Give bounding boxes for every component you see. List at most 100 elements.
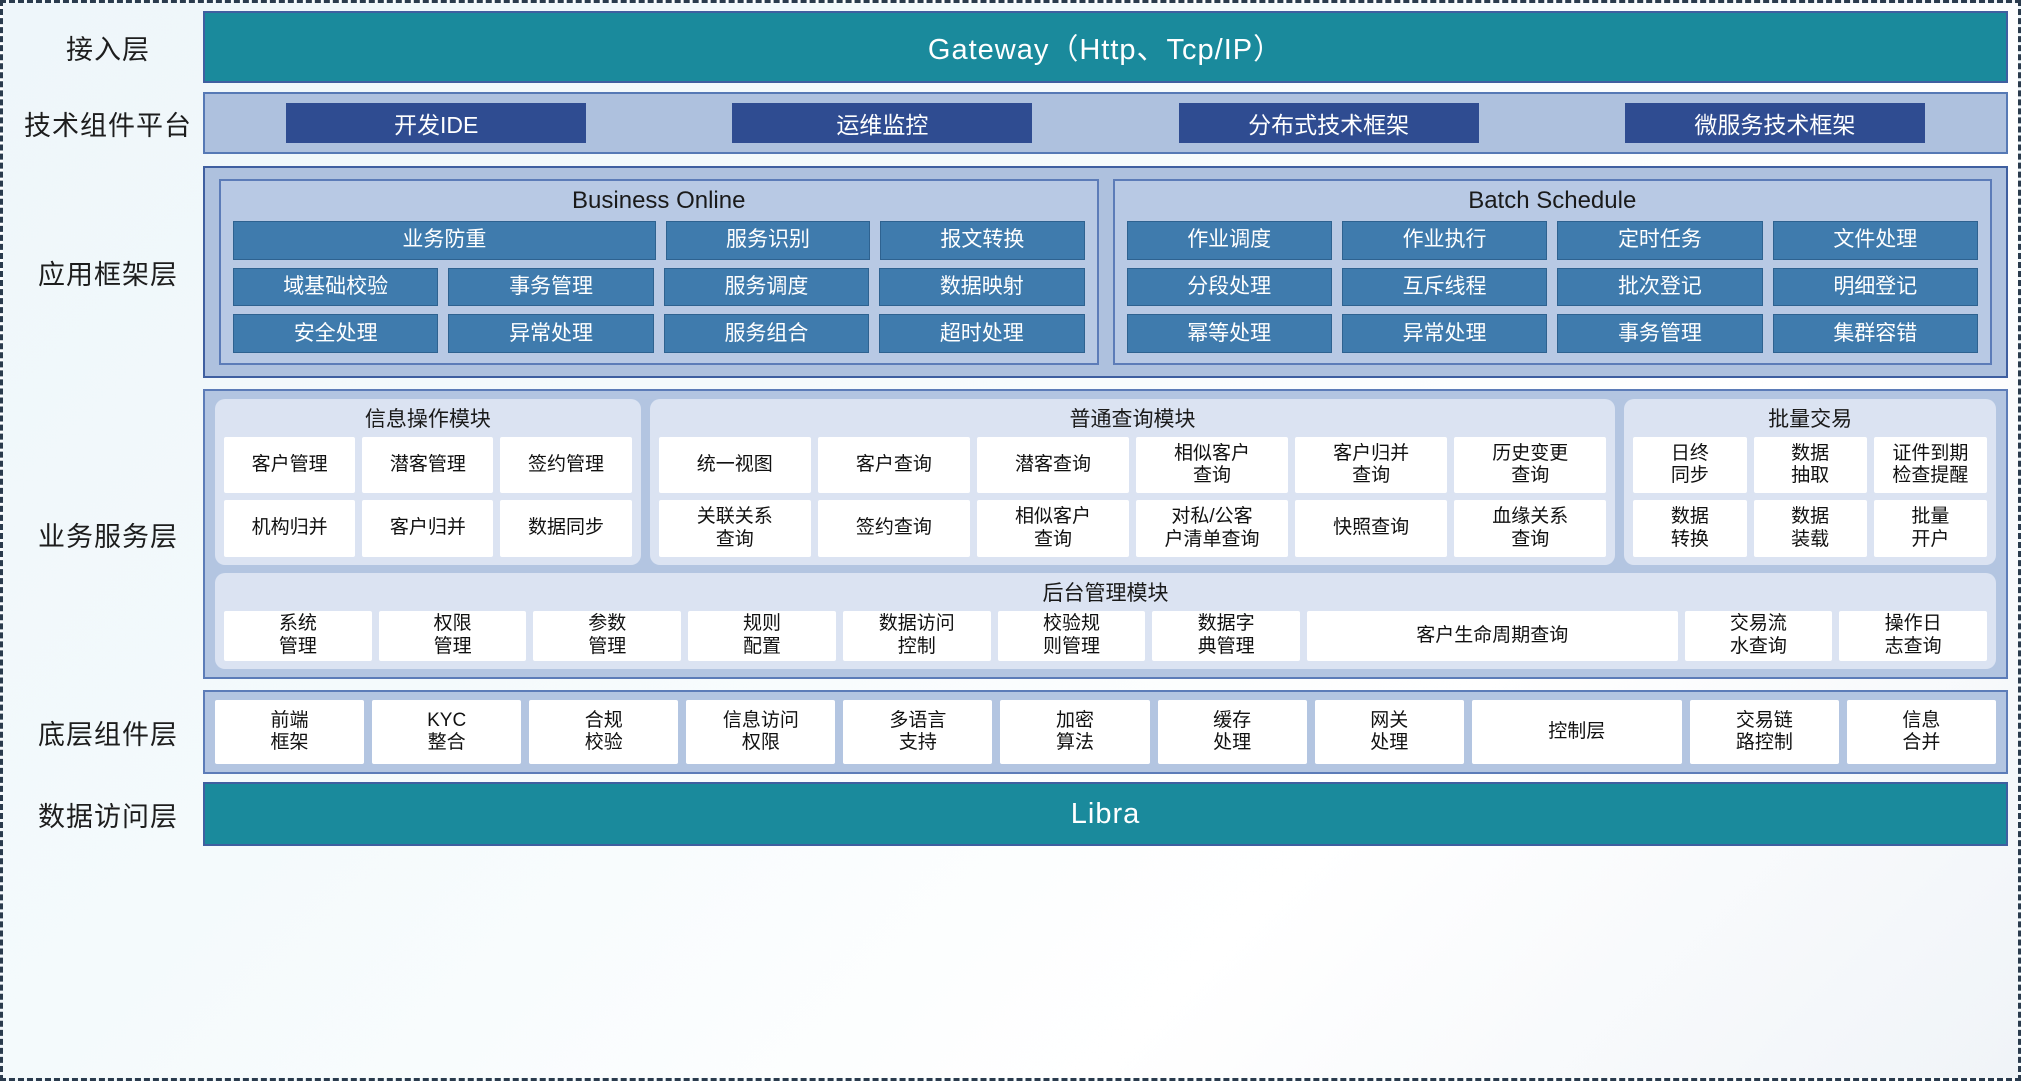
framework-cell[interactable]: 服务识别	[665, 221, 871, 260]
base-component-cell[interactable]: 多语言支持	[843, 700, 993, 764]
module-title: 批量交易	[1768, 408, 1853, 431]
tech-chip-distributed-framework[interactable]: 分布式技术框架	[1178, 103, 1479, 143]
framework-cell[interactable]: 定时任务	[1557, 221, 1763, 260]
module-title: 普通查询模块	[1069, 408, 1196, 431]
admin-cell[interactable]: 参数管理	[533, 610, 682, 661]
layer-label-access: 接入层	[66, 34, 150, 65]
module-cell[interactable]: 客户归并	[362, 500, 494, 557]
layer-label-base-component: 底层组件层	[38, 719, 178, 750]
framework-cell[interactable]: 业务防重	[233, 221, 656, 260]
module-cell[interactable]: 血缘关系查询	[1454, 500, 1607, 557]
module-cell[interactable]: 证件到期检查提醒	[1873, 437, 1987, 494]
group-business-online: Business Online 业务防重服务识别报文转换域基础校验事务管理服务调…	[219, 179, 1099, 365]
module-cell[interactable]: 潜客管理	[362, 437, 494, 494]
libra-bar[interactable]: Libra	[203, 782, 2008, 846]
framework-cell[interactable]: 服务组合	[663, 314, 870, 354]
framework-cell[interactable]: 文件处理	[1772, 221, 1978, 260]
module-cell[interactable]: 对私/公客户清单查询	[1136, 500, 1289, 557]
module-cell[interactable]: 批量开户	[1873, 500, 1987, 557]
admin-cell[interactable]: 权限管理	[378, 610, 527, 661]
base-component-cell[interactable]: 控制层	[1471, 700, 1682, 764]
module-cell[interactable]: 数据抽取	[1753, 437, 1867, 494]
framework-cell[interactable]: 互斥线程	[1341, 267, 1548, 307]
module-cell[interactable]: 相似客户查询	[1136, 437, 1289, 494]
framework-cell[interactable]: 明细登记	[1772, 267, 1978, 307]
business-online-grid: 业务防重服务识别报文转换域基础校验事务管理服务调度数据映射安全处理异常处理服务组…	[233, 221, 1085, 354]
base-component-cell[interactable]: 信息访问权限	[686, 700, 836, 764]
module-cell[interactable]: 数据同步	[500, 500, 632, 557]
base-component-cell[interactable]: 合规校验	[529, 700, 679, 764]
framework-cell[interactable]: 超时处理	[879, 314, 1085, 354]
module-cell[interactable]: 客户归并查询	[1295, 437, 1448, 494]
admin-cell[interactable]: 校验规则管理	[997, 610, 1146, 661]
framework-cell[interactable]: 域基础校验	[233, 267, 439, 307]
admin-cell[interactable]: 操作日志查询	[1839, 610, 1987, 661]
admin-grid: 系统管理权限管理参数管理规则配置数据访问控制校验规则管理数据字典管理客户生命周期…	[224, 610, 1987, 661]
group-title-batch-schedule: Batch Schedule	[1468, 187, 1637, 214]
module-row: 机构归并客户归并数据同步	[224, 500, 632, 557]
tech-chip-microservice-framework[interactable]: 微服务技术框架	[1624, 103, 1925, 143]
layer-label-app-framework: 应用框架层	[38, 259, 178, 290]
module-cell[interactable]: 快照查询	[1295, 500, 1448, 557]
tech-chip-ops-monitor[interactable]: 运维监控	[732, 103, 1033, 143]
framework-cell[interactable]: 幂等处理	[1126, 314, 1332, 354]
gateway-bar[interactable]: Gateway（Http、Tcp/IP）	[203, 11, 2008, 83]
framework-cell[interactable]: 集群容错	[1772, 314, 1978, 354]
module-row: 关联关系查询签约查询相似客户查询对私/公客户清单查询快照查询血缘关系查询	[658, 500, 1607, 557]
base-component-cell[interactable]: 前端框架	[215, 700, 365, 764]
admin-cell[interactable]: 数据字典管理	[1152, 610, 1301, 661]
framework-cell[interactable]: 异常处理	[1341, 314, 1548, 354]
framework-row: 域基础校验事务管理服务调度数据映射	[233, 267, 1085, 307]
module-cell[interactable]: 统一视图	[658, 437, 811, 494]
framework-cell[interactable]: 作业调度	[1126, 221, 1332, 260]
module-row: 数据转换数据装载批量开户	[1633, 500, 1987, 557]
base-component-cell[interactable]: 加密算法	[1000, 700, 1150, 764]
module-cell[interactable]: 历史变更查询	[1454, 437, 1607, 494]
framework-cell[interactable]: 安全处理	[233, 314, 439, 354]
module-cell[interactable]: 机构归并	[224, 500, 356, 557]
framework-cell[interactable]: 数据映射	[879, 267, 1085, 307]
tech-chip-ide[interactable]: 开发IDE	[286, 103, 587, 143]
module-cell[interactable]: 签约管理	[500, 437, 632, 494]
module-cell[interactable]: 潜客查询	[976, 437, 1129, 494]
module-cell[interactable]: 相似客户查询	[976, 500, 1129, 557]
layer-app-framework: 应用框架层 Business Online 业务防重服务识别报文转换域基础校验事…	[13, 166, 2008, 378]
layer-business-service: 业务服务层 信息操作模块客户管理潜客管理签约管理机构归并客户归并数据同步普通查询…	[13, 389, 2008, 679]
base-component-cell[interactable]: 交易链路控制	[1689, 700, 1839, 764]
framework-cell[interactable]: 报文转换	[880, 221, 1085, 260]
module-cell[interactable]: 签约查询	[817, 500, 970, 557]
framework-cell[interactable]: 事务管理	[1557, 314, 1763, 354]
layer-data-access: 数据访问层 Libra	[13, 782, 2008, 846]
module-grid: 统一视图客户查询潜客查询相似客户查询客户归并查询历史变更查询关联关系查询签约查询…	[658, 437, 1607, 557]
module-title-admin: 后台管理模块	[1042, 581, 1169, 605]
base-component-cell[interactable]: 网关处理	[1314, 700, 1464, 764]
module-cell[interactable]: 数据装载	[1753, 500, 1867, 557]
module-cell[interactable]: 数据转换	[1633, 500, 1747, 557]
framework-cell[interactable]: 批次登记	[1557, 267, 1763, 307]
framework-cell[interactable]: 异常处理	[448, 314, 654, 354]
framework-row: 幂等处理异常处理事务管理集群容错	[1126, 314, 1978, 354]
module-admin: 后台管理模块 系统管理权限管理参数管理规则配置数据访问控制校验规则管理数据字典管…	[215, 572, 1996, 669]
module-cell[interactable]: 客户管理	[224, 437, 356, 494]
module-title: 信息操作模块	[364, 408, 491, 431]
base-component-cell[interactable]: 缓存处理	[1157, 700, 1307, 764]
module-batch-transaction: 批量交易日终同步数据抽取证件到期检查提醒数据转换数据装载批量开户	[1624, 399, 1996, 565]
framework-cell[interactable]: 作业执行	[1341, 221, 1548, 260]
admin-cell[interactable]: 规则配置	[688, 610, 836, 661]
admin-cell[interactable]: 客户生命周期查询	[1307, 610, 1678, 661]
admin-cell[interactable]: 数据访问控制	[842, 610, 991, 661]
module-cell[interactable]: 客户查询	[817, 437, 970, 494]
module-cell[interactable]: 日终同步	[1633, 437, 1747, 494]
business-service-panel: 信息操作模块客户管理潜客管理签约管理机构归并客户归并数据同步 普通查询模块统一视图…	[203, 389, 2008, 679]
module-common-query: 普通查询模块统一视图客户查询潜客查询相似客户查询客户归并查询历史变更查询关联关系…	[649, 399, 1616, 565]
admin-cell[interactable]: 系统管理	[224, 610, 372, 661]
framework-cell[interactable]: 分段处理	[1126, 267, 1332, 307]
framework-cell[interactable]: 服务调度	[663, 267, 870, 307]
module-cell[interactable]: 关联关系查询	[658, 500, 811, 557]
base-component-cell[interactable]: 信息合并	[1846, 700, 1996, 764]
framework-cell[interactable]: 事务管理	[448, 267, 654, 307]
admin-cell[interactable]: 交易流水查询	[1684, 610, 1833, 661]
